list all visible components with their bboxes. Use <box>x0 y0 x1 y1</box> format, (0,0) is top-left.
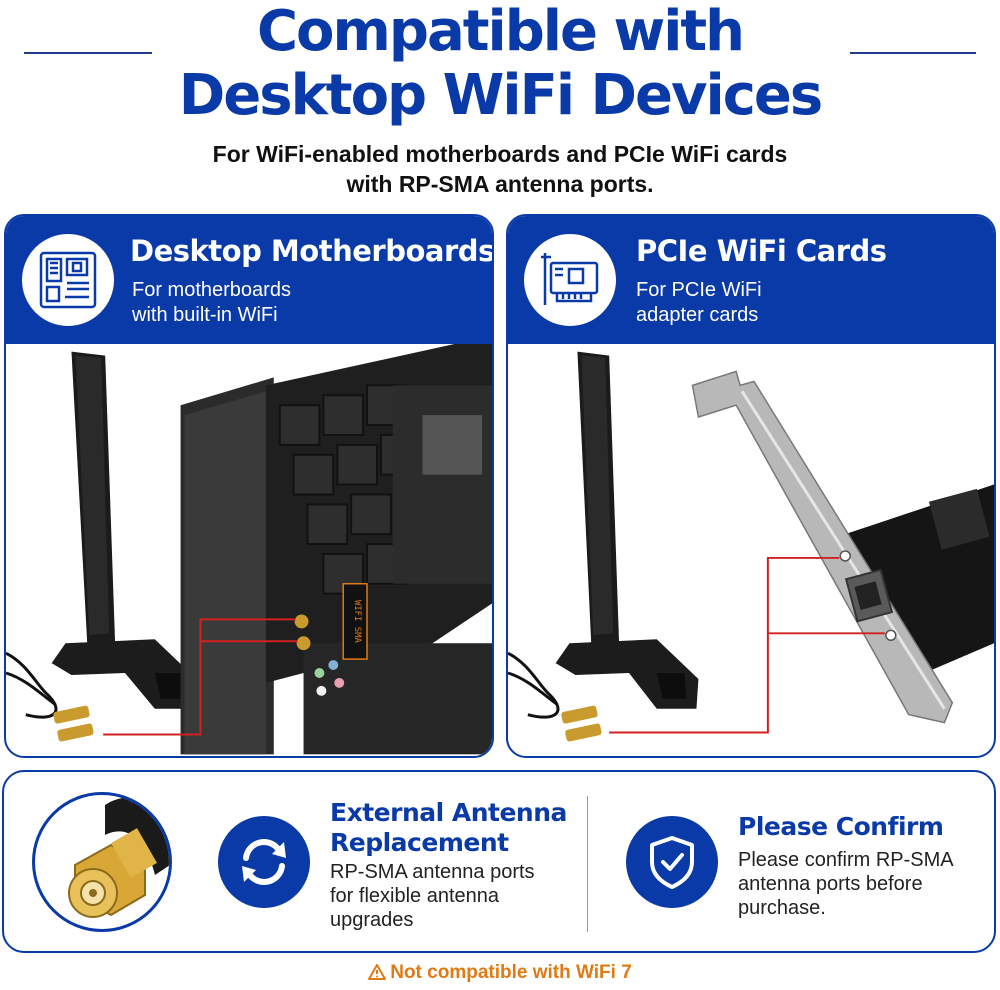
panel-title: Desktop Motherboards <box>130 234 494 268</box>
page-title-line1: Compatible with <box>256 0 745 64</box>
title-rule-left <box>24 52 152 54</box>
wifi-sma-label: WIFI SMA <box>352 600 362 644</box>
compatibility-warning: Not compatible with WiFi 7 <box>0 962 1000 986</box>
panel-description: For motherboards with built-in WiFi <box>132 278 462 328</box>
panel-desc-line1: For motherboards <box>132 279 291 301</box>
warning-triangle-icon <box>368 964 387 986</box>
features-box: External Antenna Replacement RP-SMA ante… <box>2 770 996 953</box>
panel-title: PCIe WiFi Cards <box>636 234 887 268</box>
feature-divider <box>587 796 588 932</box>
page-title-line2: Desktop WiFi Devices <box>178 63 823 128</box>
panel-desktop-motherboards: Desktop Motherboards For motherboards wi… <box>4 214 494 758</box>
feature-title-external-antenna: External Antenna Replacement <box>330 798 567 858</box>
feature-desc-line2: for flexible antenna <box>330 885 500 907</box>
warning-text: Not compatible with WiFi 7 <box>390 962 632 983</box>
shield-check-icon <box>626 816 718 908</box>
feature-title-line2: Replacement <box>330 828 509 857</box>
pcie-card-antenna-photo <box>508 351 994 742</box>
pcie-card-icon <box>524 234 616 326</box>
feature-desc-line2: antenna ports before <box>738 873 923 895</box>
feature-title-please-confirm: Please Confirm <box>738 812 944 841</box>
panel-header: Desktop Motherboards For motherboards wi… <box>6 216 492 344</box>
panel-description: For PCIe WiFi adapter cards <box>636 278 966 328</box>
feature-desc-line3: purchase. <box>738 897 826 919</box>
feature-title-line1: External Antenna <box>330 798 567 827</box>
rp-sma-connector-image <box>32 792 172 932</box>
panel-pcie-wifi-cards: PCIe WiFi Cards For PCIe WiFi adapter ca… <box>506 214 996 758</box>
panel-desc-line2: adapter cards <box>636 304 759 326</box>
rotate-arrows-icon <box>218 816 310 908</box>
page-subtitle-line2: with RP-SMA antenna ports. <box>346 171 654 197</box>
feature-desc-line1: RP-SMA antenna ports <box>330 861 535 883</box>
motherboard-icon <box>22 234 114 326</box>
page-subtitle-line1: For WiFi-enabled motherboards and PCIe W… <box>212 141 788 167</box>
feature-desc-line1: Please confirm RP-SMA <box>738 849 954 871</box>
panel-header: PCIe WiFi Cards For PCIe WiFi adapter ca… <box>508 216 994 344</box>
panel-desc-line1: For PCIe WiFi <box>636 279 762 301</box>
feature-desc-line3: upgrades <box>330 909 414 931</box>
motherboard-antenna-photo: WIFI SMA <box>6 344 492 755</box>
feature-desc-please-confirm: Please confirm RP-SMA antenna ports befo… <box>738 848 954 920</box>
panel-desc-line2: with built-in WiFi <box>132 304 278 326</box>
title-rule-right <box>850 52 976 54</box>
feature-desc-external-antenna: RP-SMA antenna ports for flexible antenn… <box>330 860 535 932</box>
